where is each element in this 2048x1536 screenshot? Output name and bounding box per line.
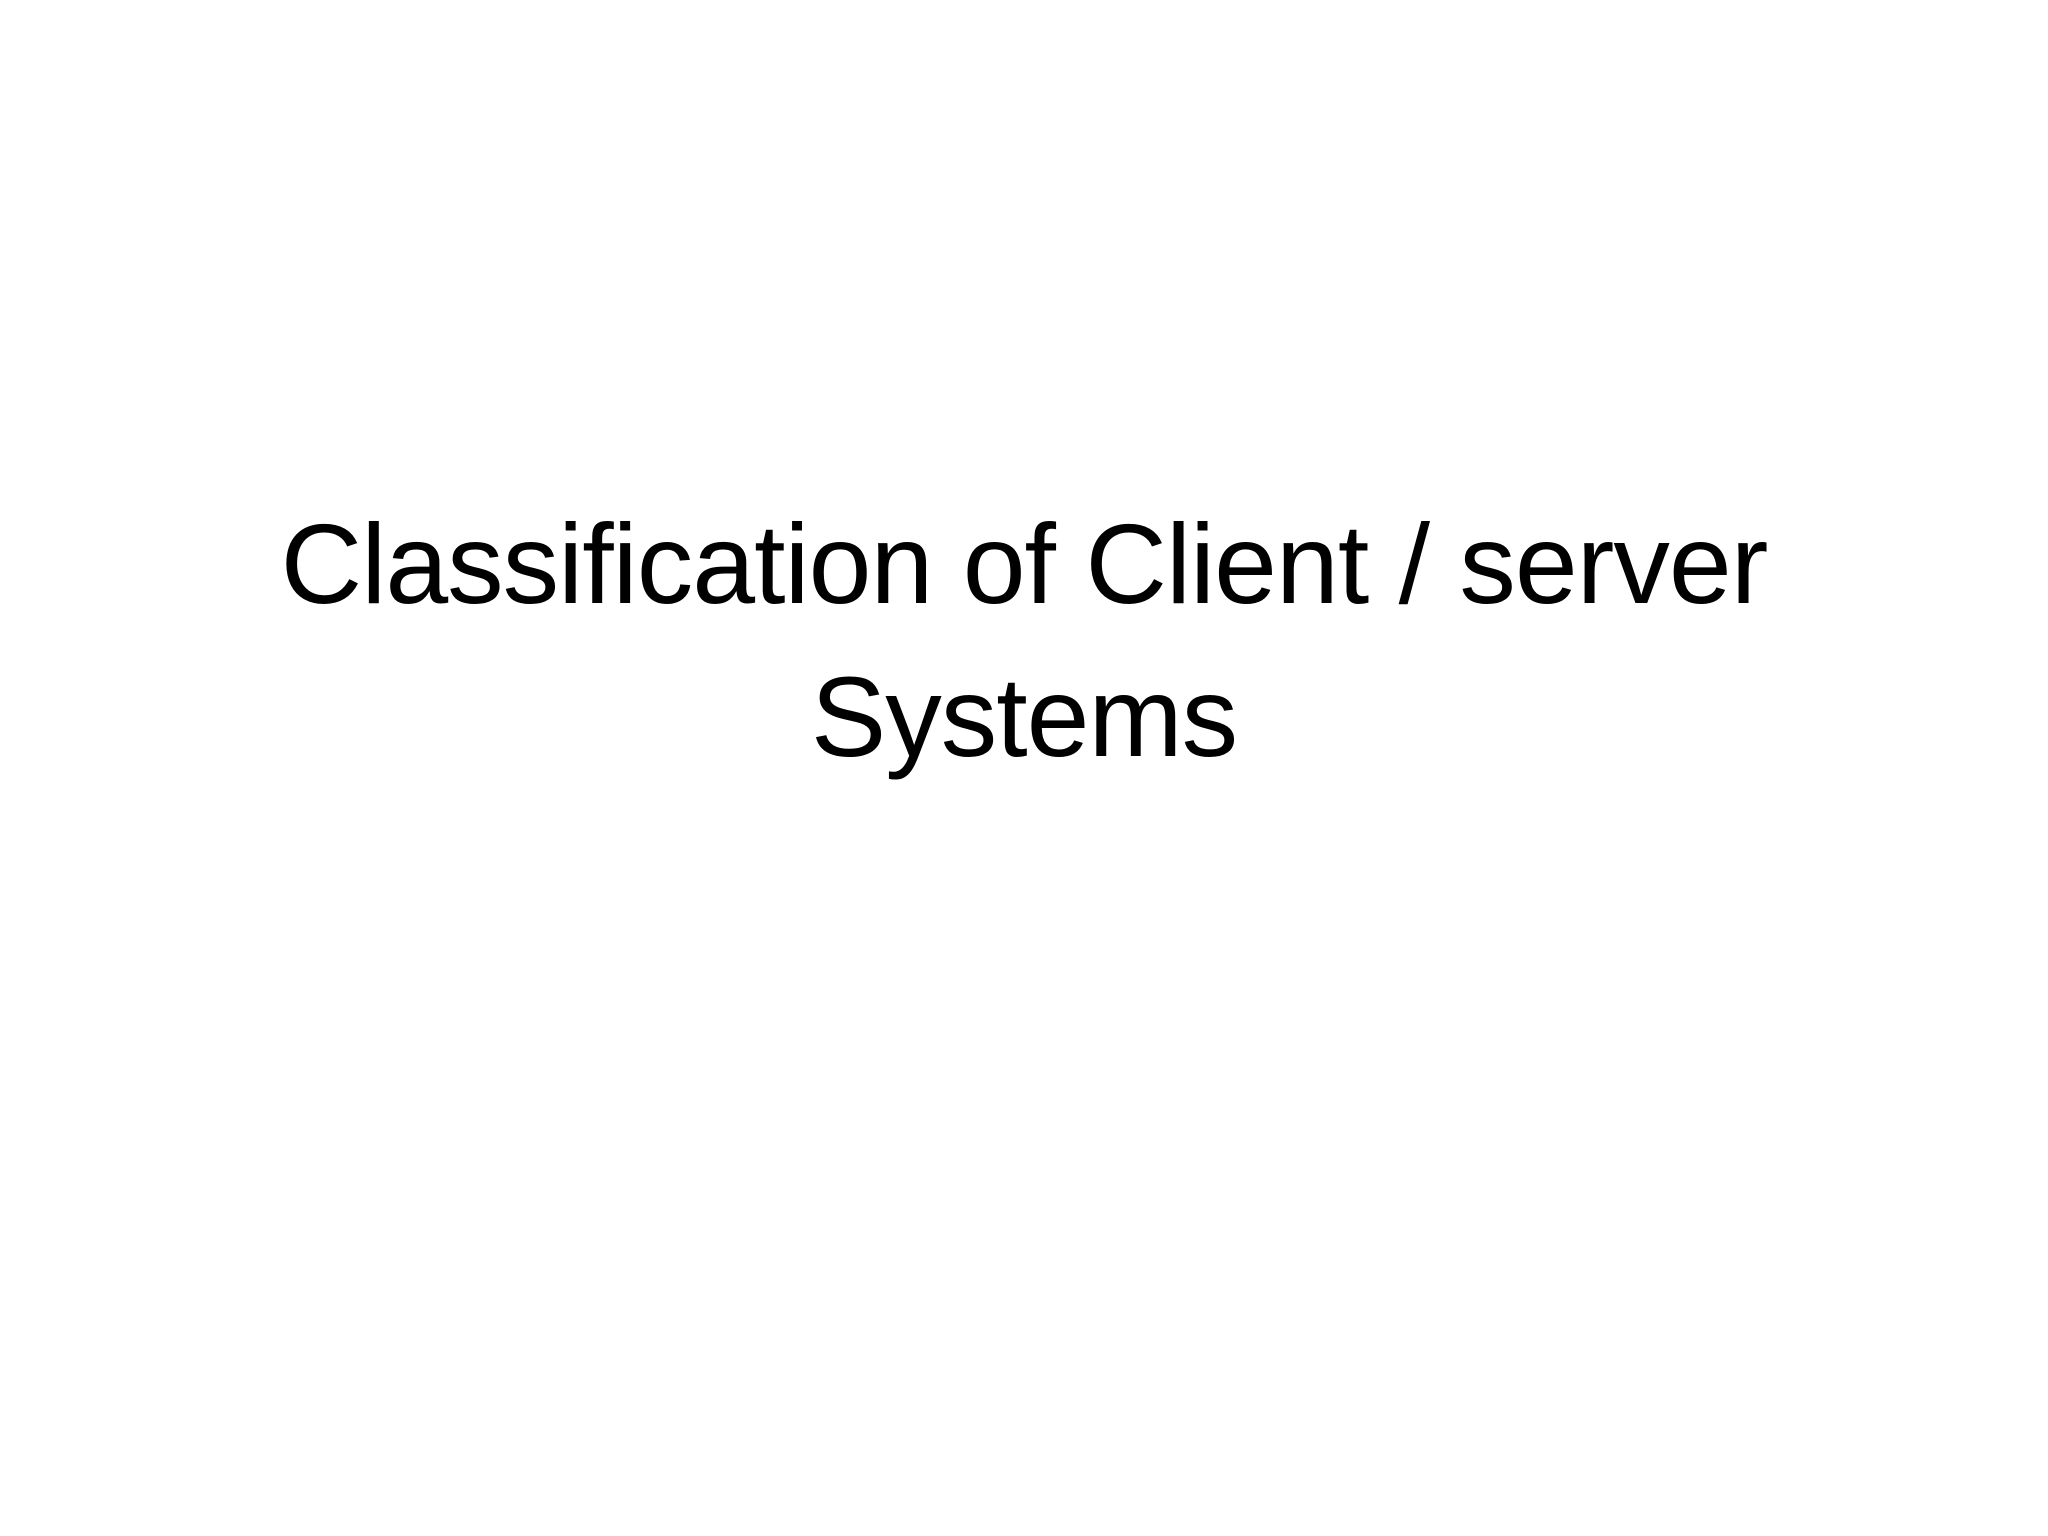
slide-title: Classification of Client / server System… (280, 501, 1769, 780)
